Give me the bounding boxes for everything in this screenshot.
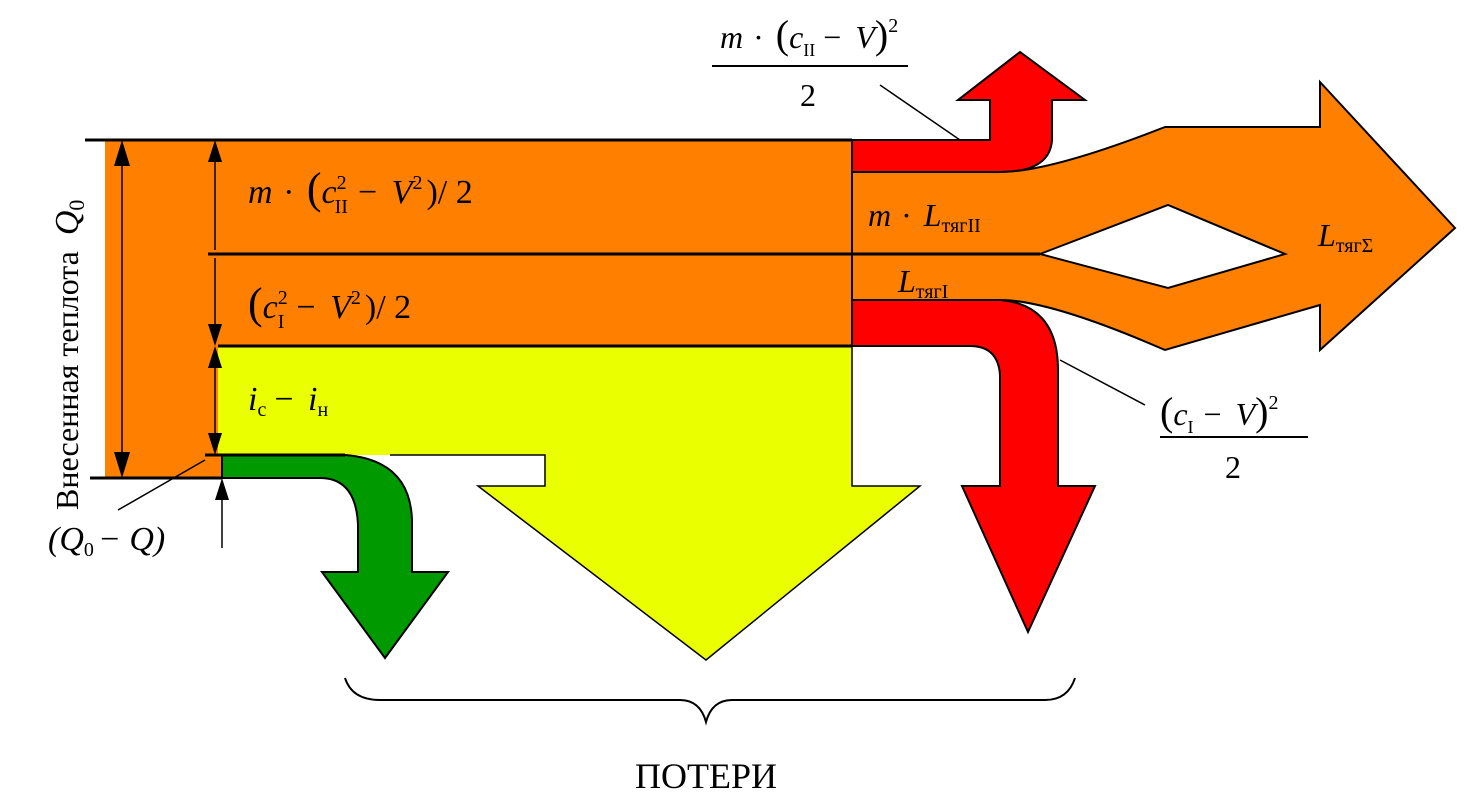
outer-thrust-label: m · LтягII [868, 197, 981, 237]
jet-merge-gap [1036, 203, 1288, 290]
svg-text:m · (cII− V): m · (cII− V)2 [720, 12, 898, 60]
heat-loss-dimension [215, 478, 229, 548]
outer-loss-fraction: m · (cII− V)2 2 [712, 12, 908, 113]
inner-kinetic-band [215, 254, 855, 347]
inner-loss-fraction: (cI− V)2 2 [1160, 389, 1308, 485]
losses-brace [344, 677, 1076, 726]
enthalpy-label: ic− iн [248, 381, 328, 421]
enthalpy-dimension [208, 350, 222, 455]
total-heat-band [105, 140, 222, 478]
outer-loss-leader [879, 84, 961, 141]
inner-thrust-label: LтягI [897, 263, 948, 303]
svg-text:Внесенная теплота Q0: Внесенная теплота Q0 [49, 200, 89, 510]
svg-text:(cI− V)2: (cI− V)2 [1160, 389, 1278, 437]
inner-loss-arrow [851, 299, 1097, 635]
total-heat-dimension [114, 140, 130, 478]
outer-loss-arrow [851, 50, 1089, 173]
enthalpy-loss-arrow [218, 346, 920, 660]
total-thrust-label: LтягΣ [1317, 217, 1373, 257]
losses-label: ПОТЕРИ [635, 756, 777, 796]
inner-loss-leader [1059, 359, 1146, 406]
side-label: Внесенная теплота Q0 [49, 200, 89, 510]
outer-kinetic-dimension [208, 140, 222, 250]
svg-text:2: 2 [800, 77, 816, 113]
heat-loss-leader [117, 459, 206, 511]
heat-loss-label: (Q0− Q) [48, 521, 165, 561]
heat-loss-arrow [221, 454, 450, 660]
yellow-outline [390, 346, 923, 661]
outer-kinetic-band [215, 140, 855, 258]
svg-text:2: 2 [1225, 449, 1241, 485]
